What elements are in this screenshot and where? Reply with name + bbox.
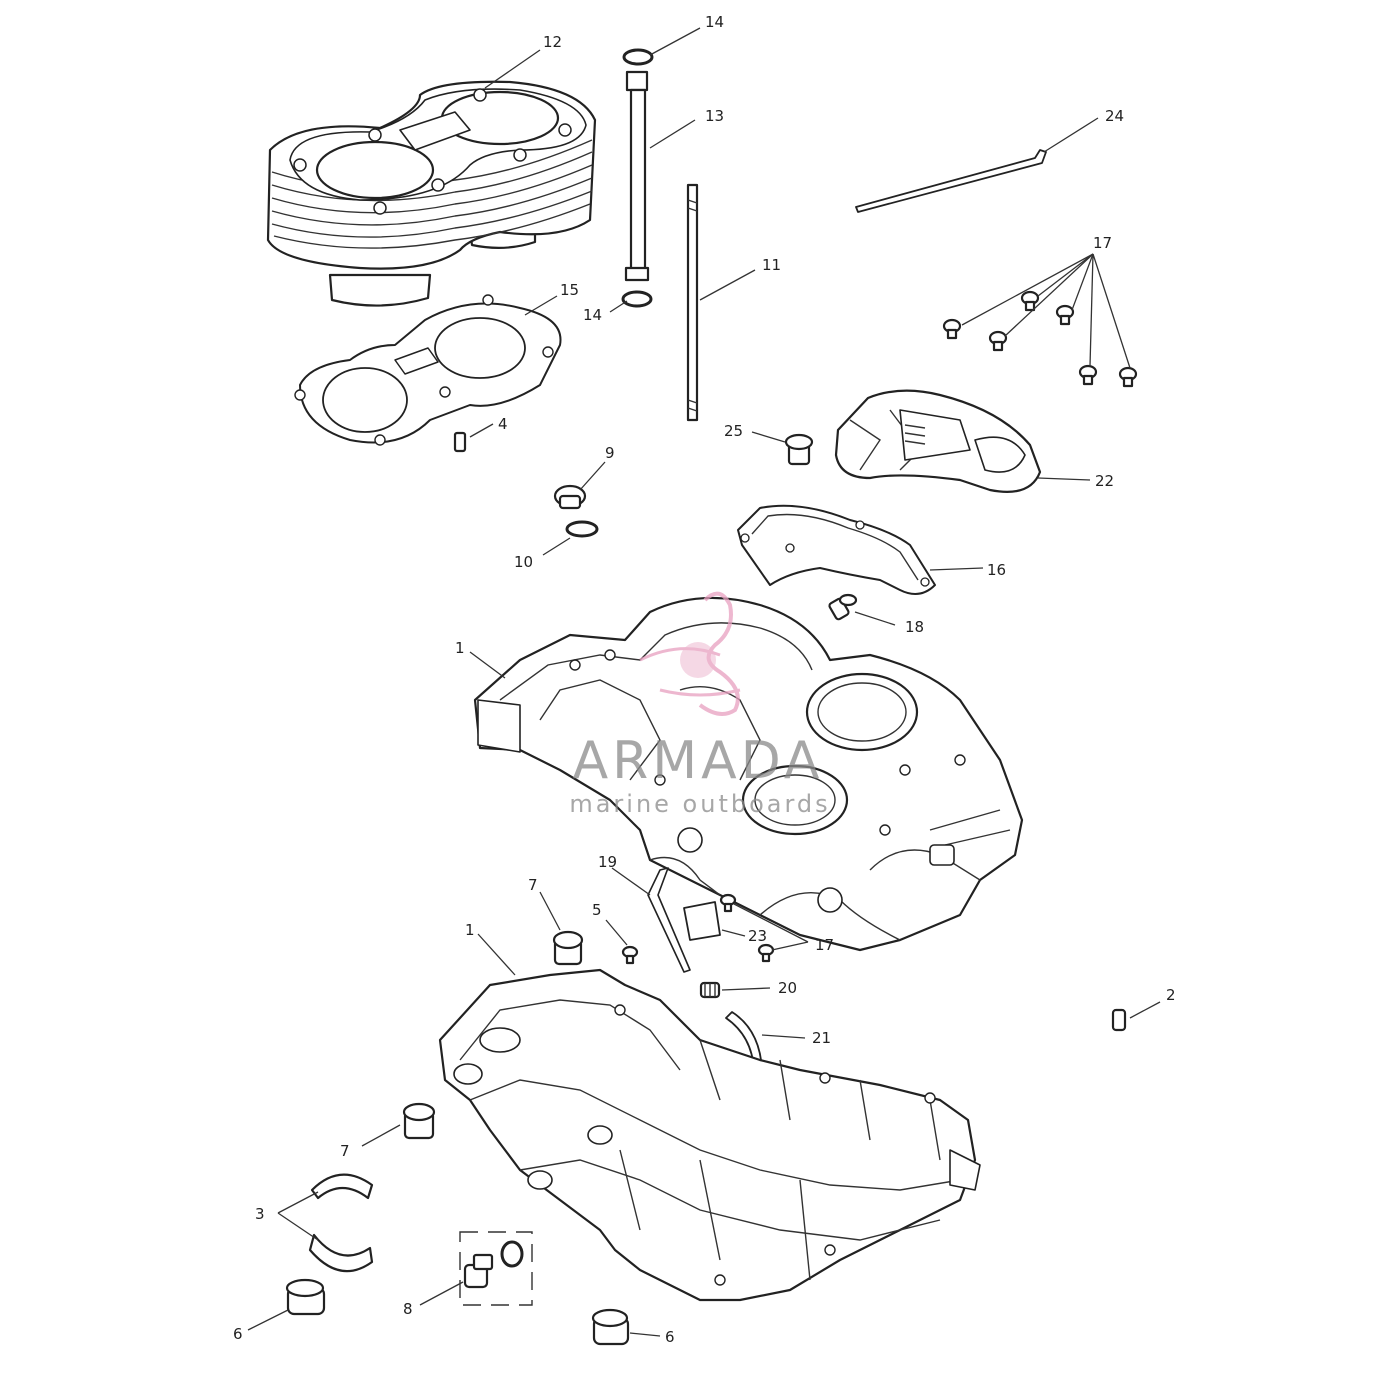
callout-25: 25 <box>724 422 743 440</box>
callout-6-left: 6 <box>233 1325 243 1343</box>
part-upper-crankcase <box>473 596 1024 952</box>
part-plug-9 <box>553 484 587 510</box>
callout-14-top: 14 <box>705 13 724 31</box>
callout-4: 4 <box>498 415 508 433</box>
callout-15: 15 <box>560 281 579 299</box>
callout-13: 13 <box>705 107 724 125</box>
callout-6-right: 6 <box>665 1328 675 1346</box>
part-screw-5 <box>621 945 639 965</box>
callout-1-upper: 1 <box>455 639 465 657</box>
leader-lines <box>247 27 1161 1337</box>
callout-7-upper: 7 <box>528 876 538 894</box>
part-dowel-2 <box>1111 1008 1127 1032</box>
part-drain-plug-8 <box>459 1231 533 1306</box>
part-fitting-18 <box>828 593 858 621</box>
callout-12: 12 <box>543 33 562 51</box>
part-breather-cover <box>834 389 1042 493</box>
part-dowel-4 <box>453 431 467 453</box>
callout-7-lower: 7 <box>340 1142 350 1160</box>
callout-5: 5 <box>592 901 602 919</box>
part-screws-17 <box>942 290 1138 388</box>
part-cover-gasket <box>737 504 936 595</box>
callout-3: 3 <box>255 1205 265 1223</box>
part-plug-6-left <box>285 1278 326 1316</box>
callout-1-lower: 1 <box>465 921 475 939</box>
part-oring-10 <box>565 520 599 538</box>
callout-11: 11 <box>762 256 781 274</box>
callout-17-top: 17 <box>1093 234 1112 252</box>
watermark-logo-icon <box>639 591 741 716</box>
callout-9: 9 <box>605 444 615 462</box>
callout-18: 18 <box>905 618 924 636</box>
watermark-brand: ARMADA <box>573 731 824 791</box>
part-long-stud <box>686 183 699 422</box>
callout-20: 20 <box>778 979 797 997</box>
part-bush-7-lower <box>402 1102 436 1140</box>
callout-22: 22 <box>1095 472 1114 490</box>
part-screws-17-lower <box>719 893 775 963</box>
watermark: ARMADA marine outboards <box>569 591 830 818</box>
part-base-gasket <box>294 294 562 446</box>
part-lower-crankcase <box>438 968 981 1302</box>
callout-numbers: 14 12 13 24 11 17 15 14 4 25 9 22 10 16 … <box>233 13 1176 1346</box>
callout-19: 19 <box>598 853 617 871</box>
callout-24: 24 <box>1105 107 1124 125</box>
part-bush-7-upper <box>552 930 584 966</box>
callout-23: 23 <box>748 927 767 945</box>
callout-17-lower: 17 <box>815 936 834 954</box>
part-pushrod-tube <box>621 48 654 308</box>
part-bracket-23 <box>683 901 721 941</box>
part-plug-25 <box>784 433 814 466</box>
part-wire-19 <box>647 867 691 973</box>
callout-21: 21 <box>812 1029 831 1047</box>
part-bearing-shells <box>308 1173 374 1273</box>
watermark-tagline: marine outboards <box>569 790 830 818</box>
callout-14-bottom: 14 <box>583 306 602 324</box>
callout-2: 2 <box>1166 986 1176 1004</box>
part-rod-24 <box>855 149 1047 213</box>
callout-10: 10 <box>514 553 533 571</box>
part-cylinder-block <box>266 80 597 307</box>
part-plug-6-right <box>591 1308 630 1346</box>
callout-16: 16 <box>987 561 1006 579</box>
part-spring-20 <box>699 981 721 999</box>
callout-8: 8 <box>403 1300 413 1318</box>
